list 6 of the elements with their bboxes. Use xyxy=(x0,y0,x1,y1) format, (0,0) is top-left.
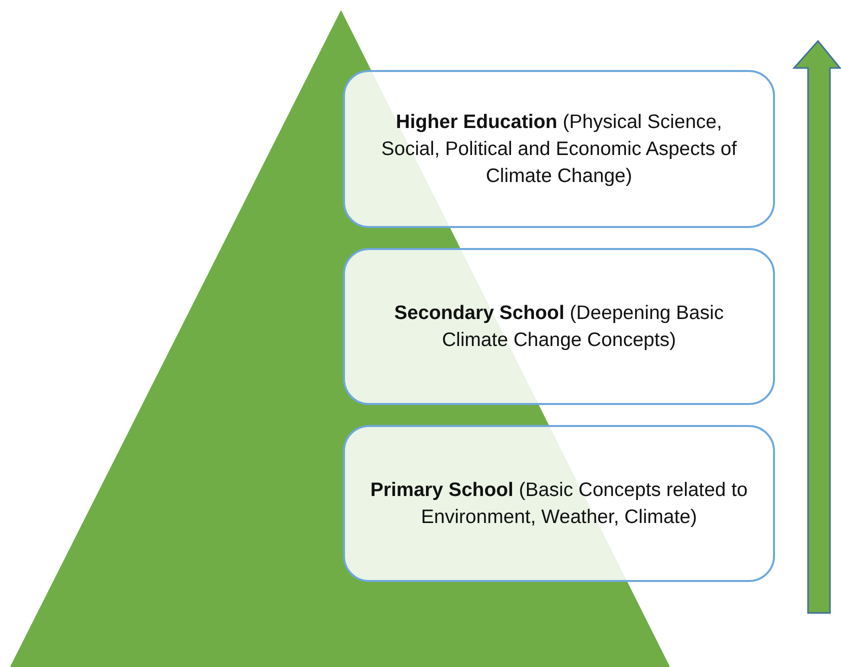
level-description: Higher Education (Physical Science, Social, Political and Economic Aspects of Climate Change) xyxy=(380,110,738,188)
level-description: Secondary School (Deepening Basic Climate Change Concepts) xyxy=(393,300,725,352)
level-description: Primary School (Basic Concepts related to Environment, Weather, Climate) xyxy=(369,478,749,530)
level-box xyxy=(343,248,775,405)
level-box xyxy=(343,70,775,228)
level-box xyxy=(343,425,775,582)
